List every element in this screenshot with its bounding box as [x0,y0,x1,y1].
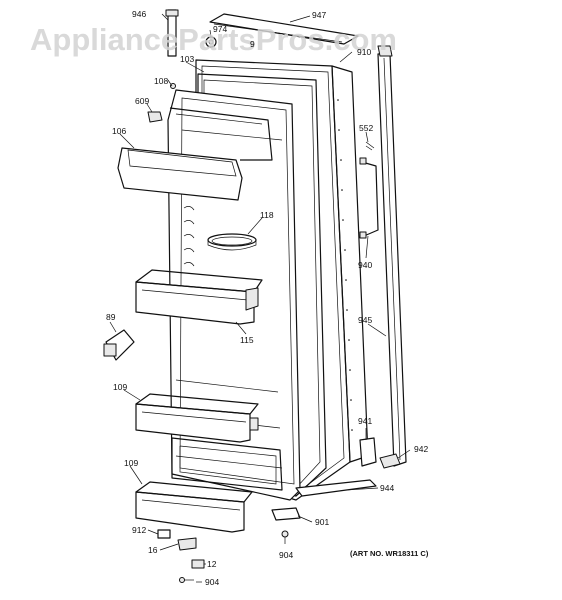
callout-labels: 946 974 947 9 910 103 108 609 106 552 11… [106,9,428,587]
callout-904-lower: 904 [205,577,219,587]
upper-door-bin [135,269,263,325]
bushing-12 [191,559,205,569]
callout-944: 944 [380,483,394,493]
callout-910: 910 [357,47,371,57]
lower-door-bin [135,481,253,533]
callout-12: 12 [207,559,217,569]
callout-109-lower: 109 [124,458,138,468]
clip-609 [147,111,163,123]
watermark: AppliancePartsPros.com [30,22,397,57]
callout-108: 108 [154,76,168,86]
callout-946: 946 [132,9,146,19]
callout-942: 942 [414,444,428,454]
hinge-942 [379,453,401,469]
screw-904-upper [281,530,289,544]
callout-103: 103 [180,54,194,64]
callout-109-middle: 109 [113,382,127,392]
screw-holes [337,99,353,431]
callout-947: 947 [312,10,326,20]
callout-115: 115 [240,335,254,345]
dispenser-89 [103,329,135,361]
dairy-cover [117,107,273,201]
callout-9: 9 [250,39,255,49]
hinge-912 [157,529,171,539]
callout-901: 901 [315,517,329,527]
top-cap-947 [209,13,359,45]
callout-912: 912 [132,525,146,535]
callout-945: 945 [358,315,372,325]
callout-106: 106 [112,126,126,136]
egg-tray [207,233,257,251]
middle-door-bin [135,393,259,443]
hinge-16 [177,537,197,551]
callout-941: 941 [358,416,372,426]
door-handle-945 [377,45,407,467]
art-number: (ART NO. WR18311 C) [350,549,429,558]
callout-118: 118 [260,210,274,220]
hinge-cap-901 [271,507,301,521]
hinge-bracket-946 [165,9,179,57]
bottom-trim-944 [295,479,377,497]
callout-609: 609 [135,96,149,106]
handle-mount-940 [359,157,379,239]
callout-16: 16 [148,545,158,555]
callout-904-upper: 904 [279,550,293,560]
stud-552 [365,141,375,151]
callout-89: 89 [106,312,116,322]
callout-940: 940 [358,260,372,270]
liner-lower-frame [171,437,283,491]
screw-108 [170,83,176,89]
screw-904-lower [179,577,194,583]
hinge-941 [359,437,377,467]
callout-974: 974 [213,24,227,34]
liner-ribs [183,206,195,267]
leader-lines [109,13,411,583]
callout-552: 552 [359,123,373,133]
